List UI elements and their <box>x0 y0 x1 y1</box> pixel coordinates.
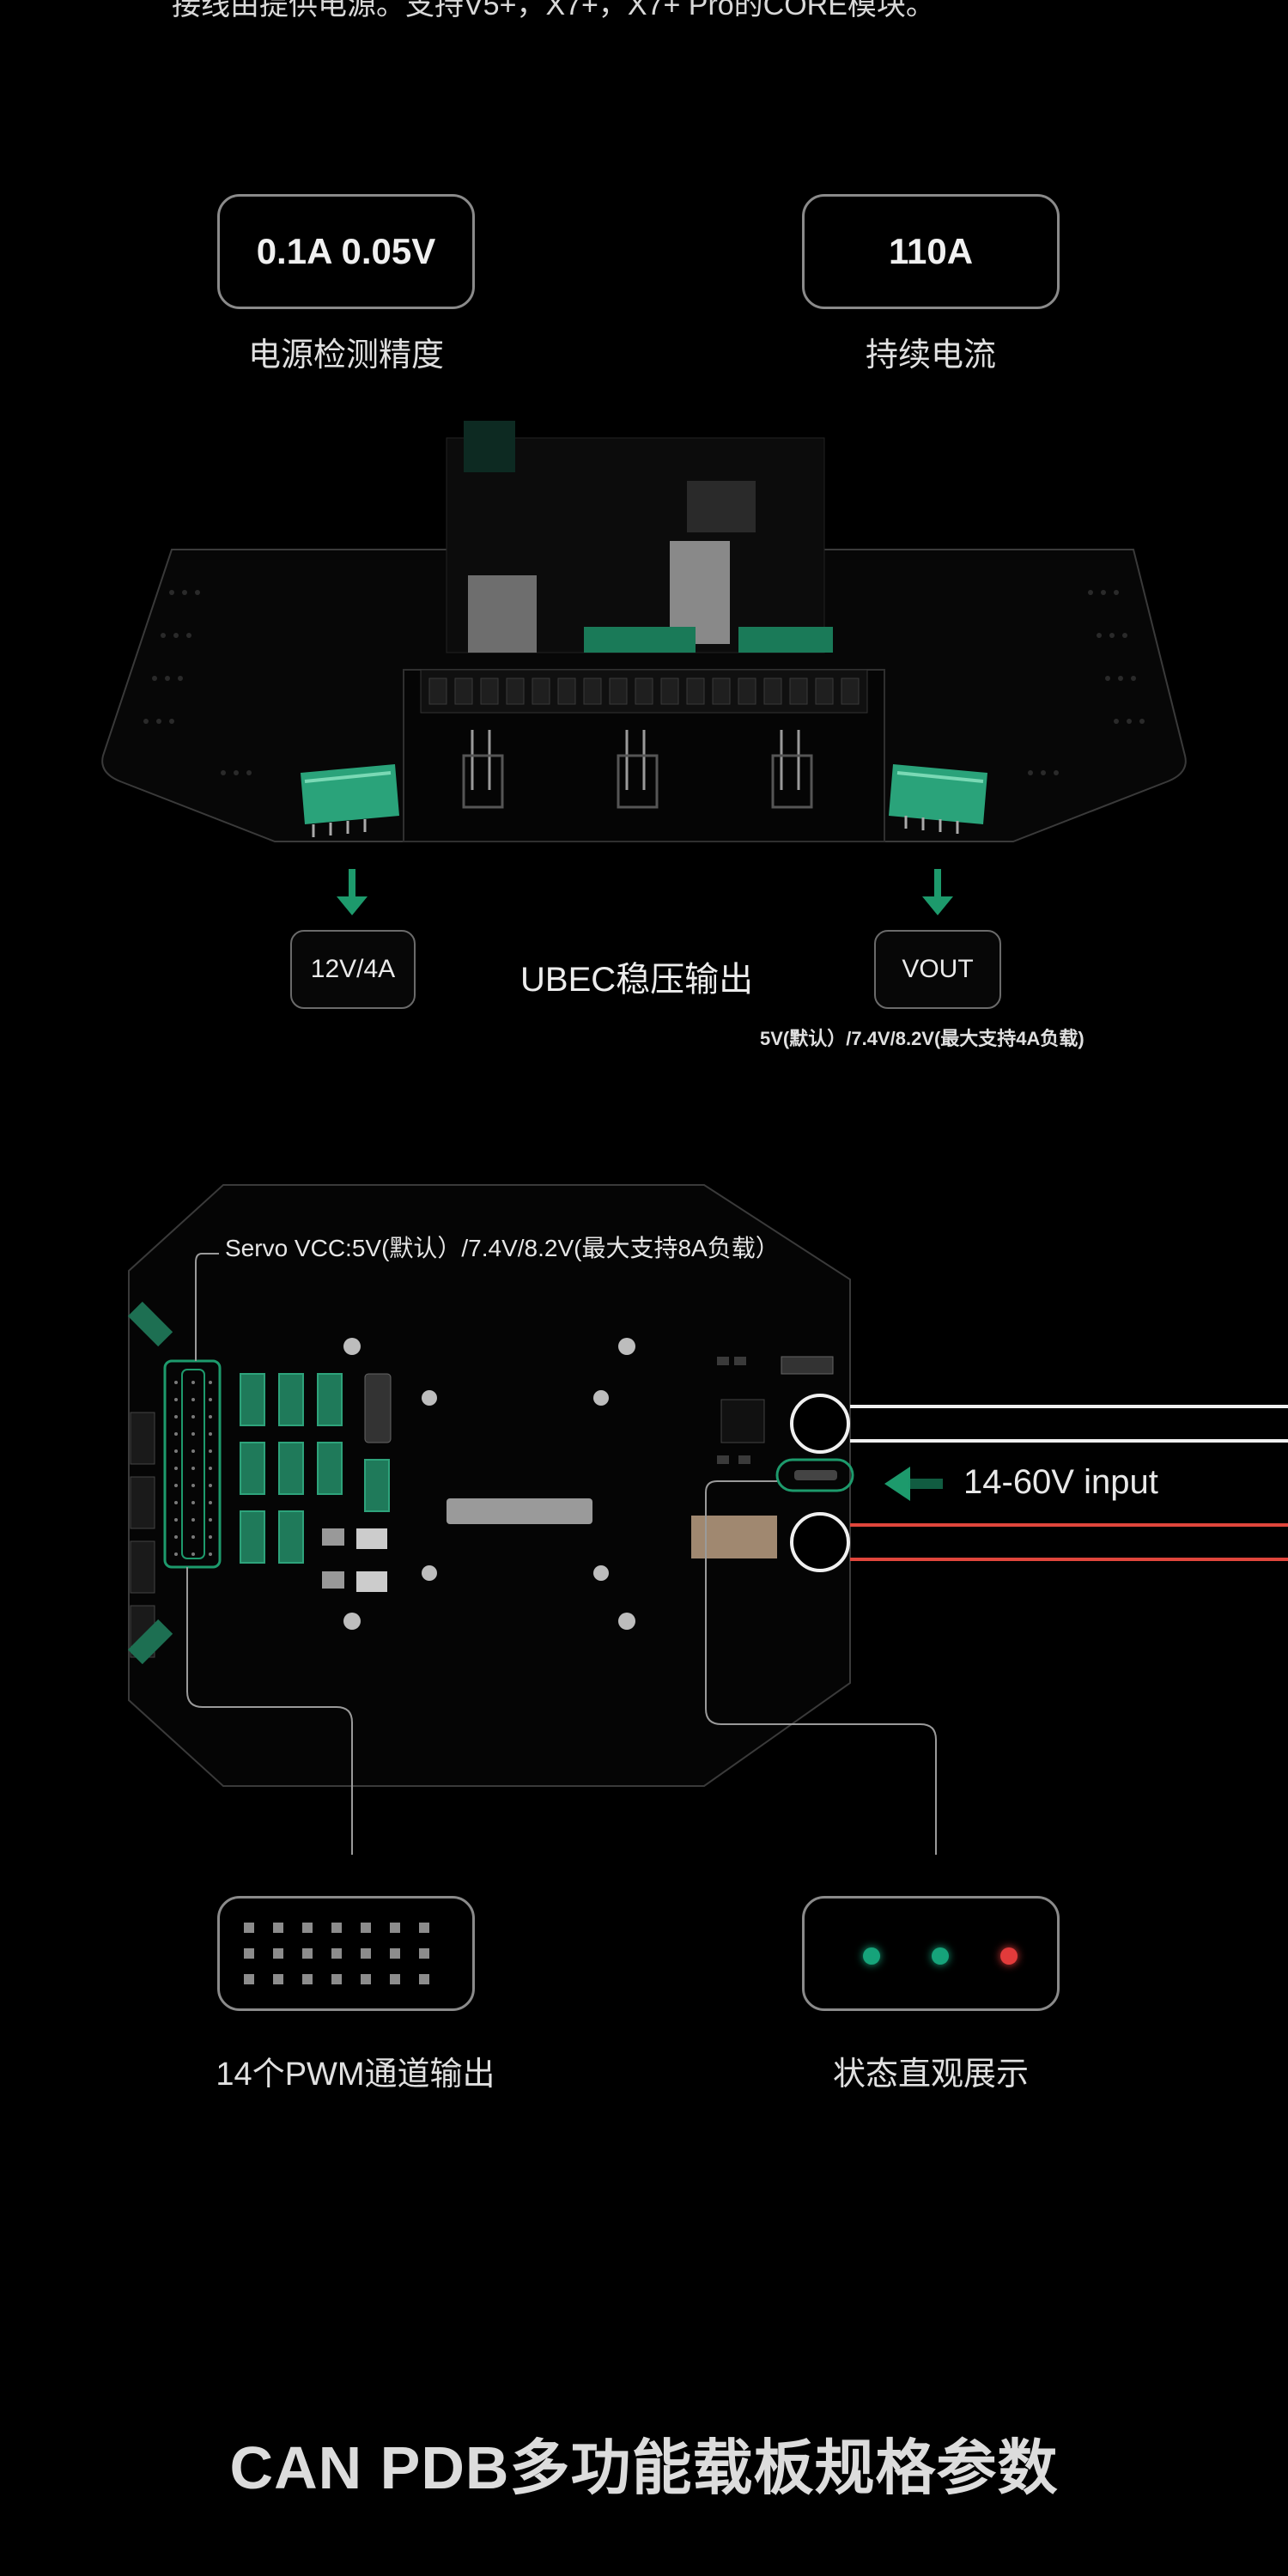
callout-line-pwm <box>186 1567 353 1855</box>
plate-holes-right <box>1028 590 1145 775</box>
silver-part-left <box>468 575 537 653</box>
vout-note: 5V(默认）/7.4V/8.2V(最大支持4A负载) <box>760 1028 1084 1049</box>
spec-box-current: 110A <box>802 194 1060 309</box>
green-header-center <box>584 627 696 653</box>
green-header-right <box>738 627 833 653</box>
spec-label-current: 持续电流 <box>865 337 996 374</box>
pwm-header-highlight <box>163 1359 222 1569</box>
spec-label-accuracy: 电源检测精度 <box>247 337 444 374</box>
ubec-title: UBEC稳压输出 <box>520 961 754 999</box>
led-green-1 <box>863 1947 880 1965</box>
callout-line-servo <box>195 1253 219 1361</box>
input-voltage-label: 14-60V input <box>963 1463 1158 1501</box>
corner-tab-bottom <box>127 1619 173 1665</box>
output-box-vout: VOUT <box>874 930 1001 1009</box>
green-connector-right <box>889 764 987 834</box>
led-green-2 <box>932 1947 949 1965</box>
status-display-label: 状态直观展示 <box>832 2057 1029 2093</box>
center-connector <box>447 1498 592 1524</box>
mcu-chip <box>720 1399 765 1443</box>
pwm-pin-grid <box>244 1923 429 1984</box>
top-chip <box>464 421 515 472</box>
input-pad-bottom <box>790 1512 850 1572</box>
status-led-box <box>802 1896 1060 2011</box>
output-box-12v: 12V/4A <box>290 930 416 1009</box>
spec-box-accuracy: 0.1A 0.05V <box>217 194 475 309</box>
green-connector-left <box>301 764 399 837</box>
pwm-channel-box <box>217 1896 475 2011</box>
pwm-channel-label: 14个PWM通道输出 <box>216 2057 495 2093</box>
ubec-board-illustration <box>101 421 1187 842</box>
input-connector-highlight <box>775 1458 854 1492</box>
input-arrow-icon <box>884 1467 910 1501</box>
board-outline <box>128 1184 851 1787</box>
plug-connectors <box>462 730 813 809</box>
callout-line-status <box>705 1480 937 1855</box>
led-red <box>1000 1947 1018 1965</box>
page-footer-title: CAN PDB多功能载板规格参数 <box>229 2434 1059 2501</box>
pdb-board-illustration <box>127 1184 1288 1855</box>
mounting-holes <box>343 1338 635 1630</box>
dark-chip <box>687 481 756 532</box>
input-pad-top <box>790 1394 850 1454</box>
corner-tab-top <box>127 1301 173 1347</box>
small-connector <box>364 1373 392 1443</box>
shunt-resistor <box>691 1516 777 1558</box>
arrow-down-left-icon <box>337 869 368 915</box>
servo-vcc-note: Servo VCC:5V(默认）/7.4V/8.2V(最大支持8A负载） <box>225 1235 780 1261</box>
green-connector-grid <box>240 1373 390 1564</box>
intro-text: 接线由提供电源。支持V5+，X7+，X7+ Pro的CORE模块。 <box>172 0 935 21</box>
plate-holes-left <box>143 590 252 775</box>
arrow-down-right-icon <box>922 869 953 915</box>
